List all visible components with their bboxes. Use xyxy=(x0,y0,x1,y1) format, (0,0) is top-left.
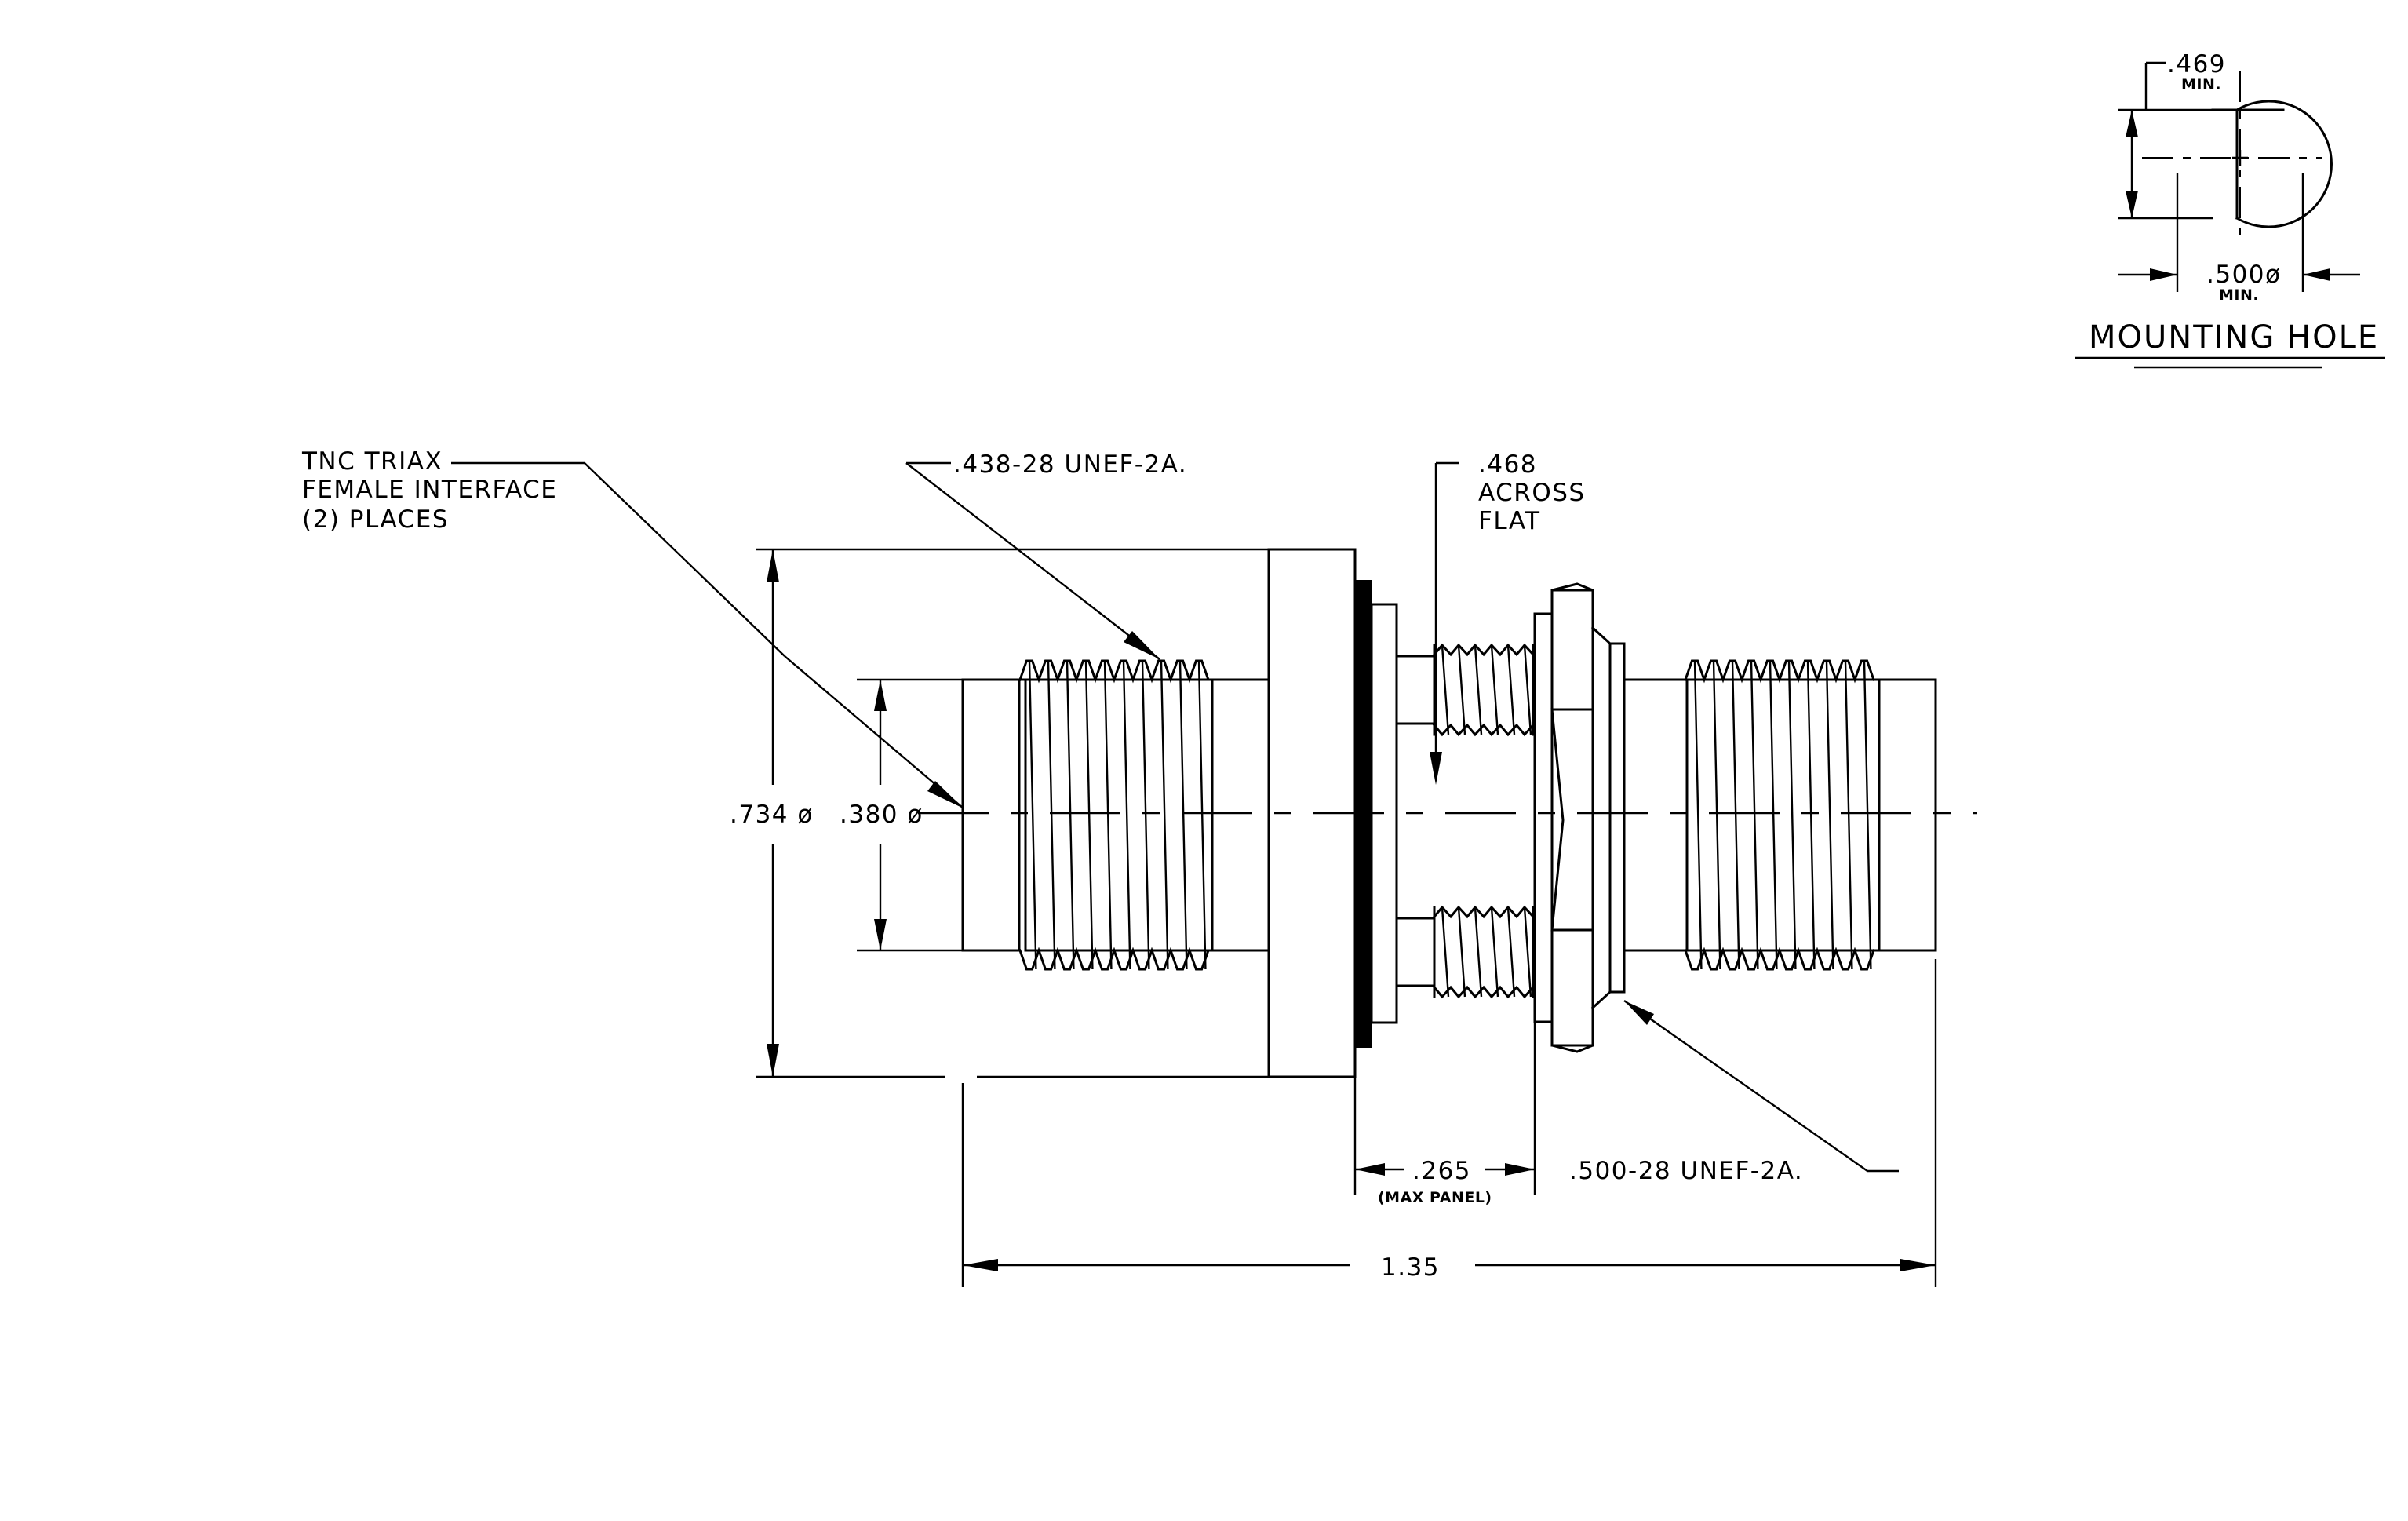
dimension-lines: .734 ø .380 ø .265 (MAX PANEL) 1.35 xyxy=(730,548,1937,1287)
interface-callout-line2: FEMALE INTERFACE xyxy=(302,476,557,504)
right-thread-crests xyxy=(1684,659,1875,971)
interface-callout-line1: TNC TRIAX xyxy=(301,447,443,476)
hole-dia-dimension: .500ø xyxy=(2206,261,2282,289)
right-interface-barrel xyxy=(1878,678,1937,952)
mounting-hole-detail: .469 MIN. .500ø MIN. MOUNTING HOLE xyxy=(2075,50,2385,369)
right-sleeve xyxy=(1608,642,1626,994)
panel-max-note: (MAX PANEL) xyxy=(1378,1189,1492,1206)
panel-thread-crests xyxy=(1432,643,1536,999)
interface-callout-line3: (2) PLACES xyxy=(302,505,449,534)
connector-body xyxy=(918,548,1977,1078)
inner-diameter-dimension: .380 ø xyxy=(840,801,923,829)
left-thread-callout: .438-28 UNEF-2A. xyxy=(953,450,1187,479)
lock-washer xyxy=(1533,612,1554,1023)
hex-nut xyxy=(1550,582,1594,1053)
mounting-hole-title: MOUNTING HOLE xyxy=(2089,319,2379,356)
flat-callout-line2: ACROSS xyxy=(1478,479,1586,507)
left-interface-barrel xyxy=(961,678,1021,952)
hole-dia-min-note: MIN. xyxy=(2219,286,2259,304)
mounting-hole-outline xyxy=(2235,100,2333,228)
flat-callout-line3: FLAT xyxy=(1478,507,1541,535)
left-thread-crests xyxy=(1018,659,1210,971)
right-thread-callout: .500-28 UNEF-2A. xyxy=(1569,1157,1803,1185)
flat-callout-line1: .468 xyxy=(1478,450,1537,479)
panel-dimension: .265 xyxy=(1412,1157,1471,1185)
hole-flat-min-note: MIN. xyxy=(2181,76,2221,93)
gasket xyxy=(1354,580,1372,1048)
outer-diameter-dimension: .734 ø xyxy=(730,801,814,829)
hub xyxy=(1370,603,1398,1024)
overall-length-dimension: 1.35 xyxy=(1381,1253,1440,1282)
callouts: TNC TRIAX FEMALE INTERFACE (2) PLACES .4… xyxy=(301,447,1899,1185)
hole-flat-dimension: .469 xyxy=(2167,50,2226,78)
